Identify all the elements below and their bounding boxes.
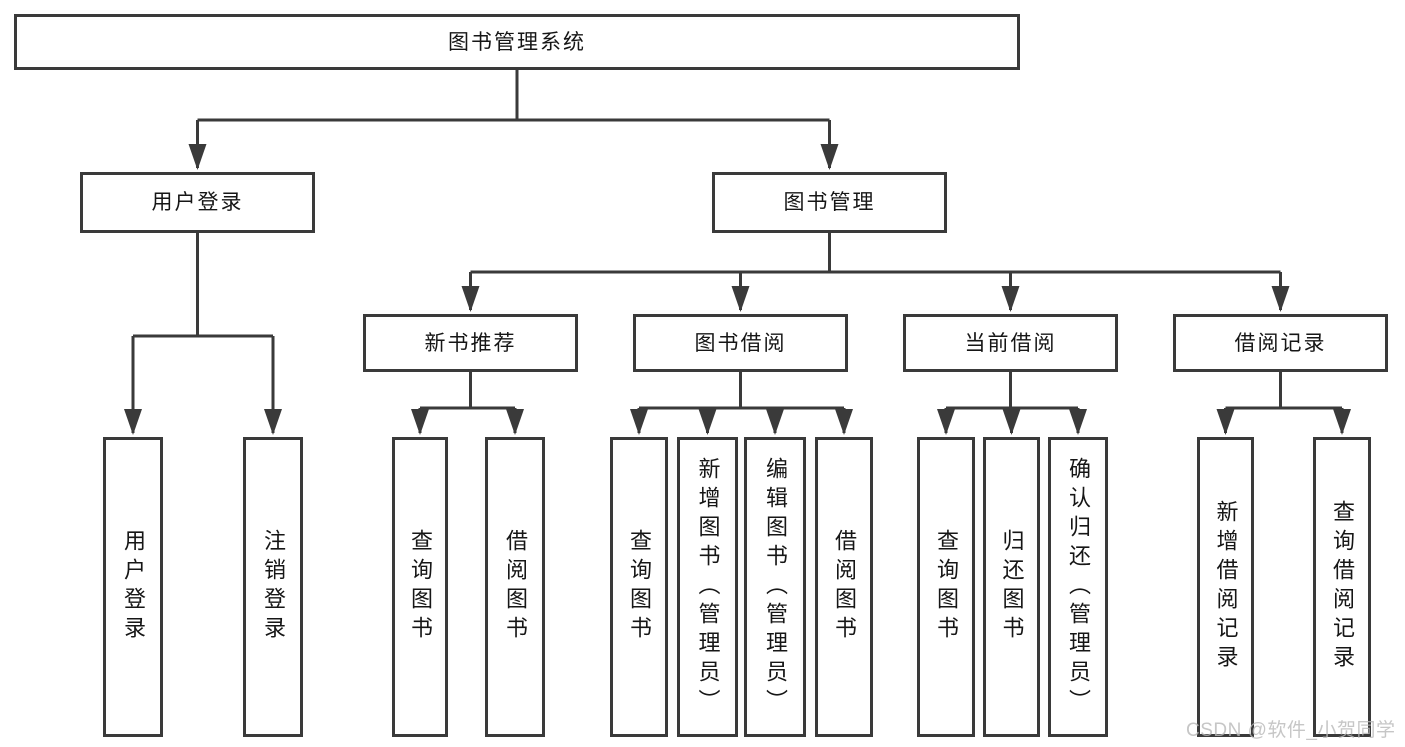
node-leaf-query-borrow-record: 查询借阅记录	[1313, 437, 1371, 737]
node-label: 借阅图书	[832, 529, 857, 645]
node-book-borrow: 图书借阅	[633, 314, 848, 372]
node-leaf-borrow-books: 借阅图书	[815, 437, 873, 737]
node-label: 新增图书（管理员）	[695, 456, 721, 718]
node-leaf-add-books-admin: 新增图书（管理员）	[677, 437, 738, 737]
node-label: 查询图书	[408, 529, 433, 645]
node-leaf-query-books-recommend: 查询图书	[392, 437, 448, 737]
connector-new-book-trunk	[420, 372, 515, 410]
connector-book-mgmt-trunk	[470, 233, 1281, 274]
node-book-management-branch: 图书管理	[712, 172, 947, 233]
node-current-borrow: 当前借阅	[903, 314, 1118, 372]
node-label: 新增借阅记录	[1213, 500, 1239, 674]
node-label: 注销登录	[261, 529, 286, 645]
node-new-book-recommend: 新书推荐	[363, 314, 578, 372]
node-leaf-edit-books-admin: 编辑图书（管理员）	[744, 437, 806, 737]
node-label: 查询图书	[627, 529, 652, 645]
node-label: 用户登录	[121, 529, 146, 645]
node-borrow-records: 借阅记录	[1173, 314, 1388, 372]
node-label: 图书借阅	[694, 331, 787, 355]
csdn-watermark: CSDN @软件_小贺同学	[1186, 720, 1396, 741]
node-library-management-system: 图书管理系统	[14, 14, 1020, 70]
node-leaf-add-borrow-record: 新增借阅记录	[1197, 437, 1254, 737]
node-label: 查询借阅记录	[1330, 500, 1355, 674]
node-label: 借阅图书	[503, 529, 528, 645]
connector-root-trunk	[197, 70, 830, 122]
node-label: 查询图书	[934, 529, 959, 645]
node-leaf-confirm-return-admin: 确认归还（管理员）	[1048, 437, 1108, 737]
connector-user-login-trunk	[133, 233, 273, 338]
node-label: 当前借阅	[964, 331, 1057, 355]
node-label: 新书推荐	[424, 331, 517, 355]
node-label: 图书管理系统	[448, 30, 586, 54]
connector-borrow-records-trunk	[1225, 372, 1342, 410]
node-label: 归还图书	[999, 529, 1025, 645]
connector-current-borrow-trunk	[946, 372, 1078, 410]
node-label: 用户登录	[151, 191, 244, 214]
connector-book-borrow-trunk	[639, 372, 844, 410]
node-leaf-query-books-current: 查询图书	[917, 437, 975, 737]
node-leaf-user-login: 用户登录	[103, 437, 163, 737]
node-label: 编辑图书（管理员）	[763, 456, 788, 718]
node-label: 图书管理	[783, 191, 876, 214]
node-user-login-branch: 用户登录	[80, 172, 315, 233]
node-leaf-logout: 注销登录	[243, 437, 303, 737]
node-leaf-query-books-borrow: 查询图书	[610, 437, 668, 737]
node-leaf-return-books: 归还图书	[983, 437, 1040, 737]
node-leaf-borrow-books-recommend: 借阅图书	[485, 437, 545, 737]
node-label: 借阅记录	[1234, 331, 1327, 355]
node-label: 确认归还（管理员）	[1066, 456, 1091, 718]
